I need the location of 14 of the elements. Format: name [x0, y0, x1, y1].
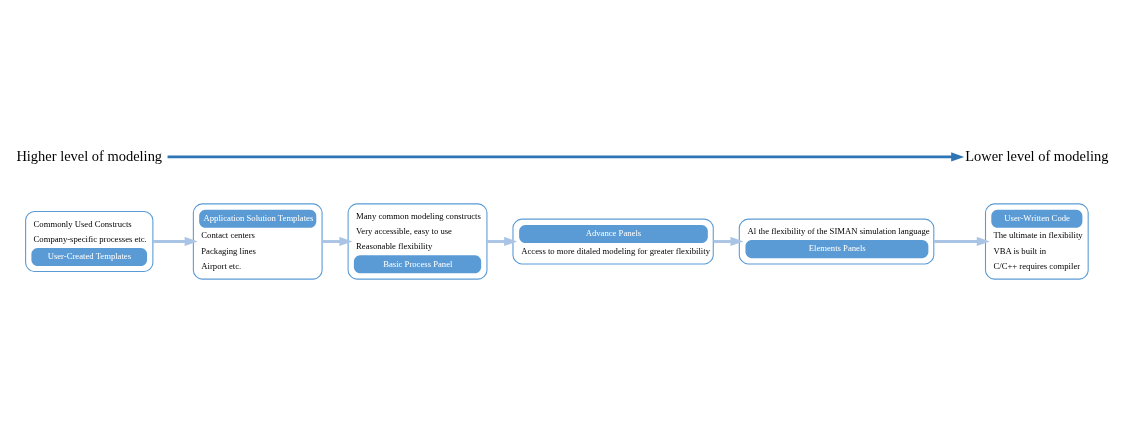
arrow — [152, 236, 198, 247]
node-box: Al the flexibility of the SIMAN simulation language Elements Panels — [738, 218, 935, 265]
arrow — [713, 236, 744, 247]
node-box: Advance Panels Access to more ditaled modeling for greater flexibility — [512, 218, 714, 265]
node-box: Many common modeling constructs Very accessible, easy to use Reasonable flexibility Basic Process Panel — [347, 203, 488, 280]
node-box: User-Written Code The ultimate in flexibility VBA is built in C/C++ requires compiler — [984, 203, 1089, 280]
arrow — [934, 236, 990, 247]
arrow — [322, 236, 353, 247]
node-box: Commonly Used Constructs Company-specific processes etc. User-Created Templates — [25, 210, 154, 273]
arrow — [167, 152, 965, 162]
node-text: Higher level of modeling — [16, 147, 163, 164]
arrow — [486, 236, 518, 247]
node-box: Application Solution Templates Contact centers Packaging lines Airport etc. — [192, 203, 323, 280]
node-text: Lower level of modeling — [965, 147, 1109, 164]
